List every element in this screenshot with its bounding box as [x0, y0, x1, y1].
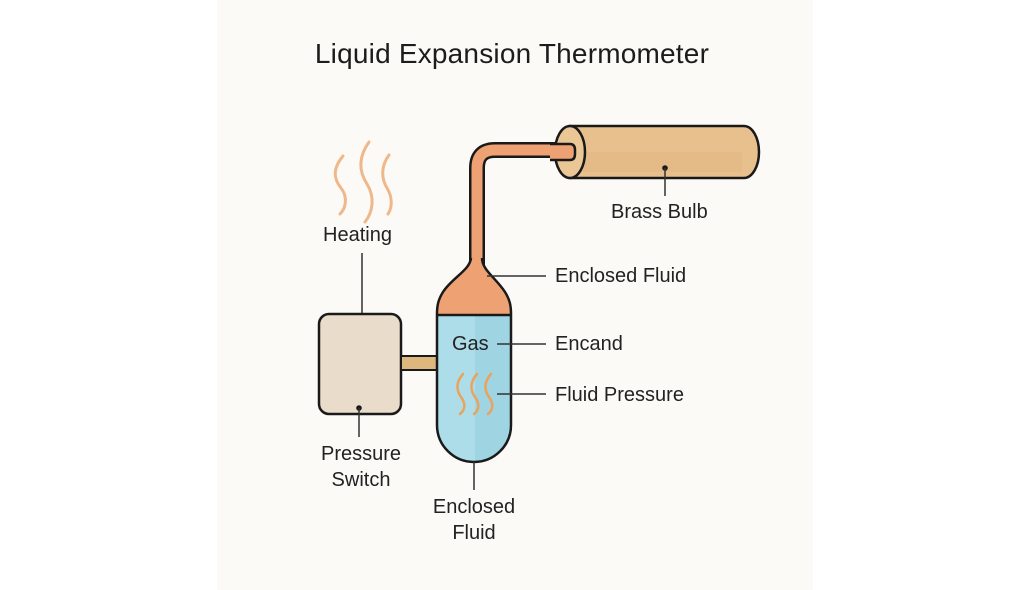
diagram-background: [217, 0, 813, 590]
label-enclosed-fluid-bottom: Enclosed Fluid: [418, 494, 530, 546]
label-enclosed-fluid-top: Enclosed Fluid: [555, 265, 687, 287]
pressure-switch-box: [317, 312, 403, 416]
label-encand: Encand: [555, 333, 623, 355]
label-heating: Heating: [323, 224, 392, 246]
label-fluid-pressure: Fluid Pressure: [555, 384, 684, 406]
diagram-title: Liquid Expansion Thermometer: [314, 38, 710, 69]
fluid-pressure-waves-icon: [456, 372, 494, 416]
fluid-vessel: [435, 257, 513, 464]
heating-waves-icon: [333, 140, 393, 224]
label-brass-bulb: Brass Bulb: [611, 201, 708, 223]
label-pressure-switch-line1: Pressure: [320, 443, 402, 465]
label-enclosed-fluid-bottom-line1: Enclosed: [432, 496, 516, 518]
label-enclosed-fluid-bottom-line2: Fluid: [452, 522, 496, 544]
brass-bulb: [550, 124, 761, 196]
label-gas: Gas: [452, 333, 489, 355]
capillary-tube: [469, 142, 565, 276]
label-pressure-switch: Pressure Switch: [309, 441, 413, 493]
label-pressure-switch-line2: Switch: [331, 469, 391, 491]
connector-tube: [400, 355, 440, 371]
